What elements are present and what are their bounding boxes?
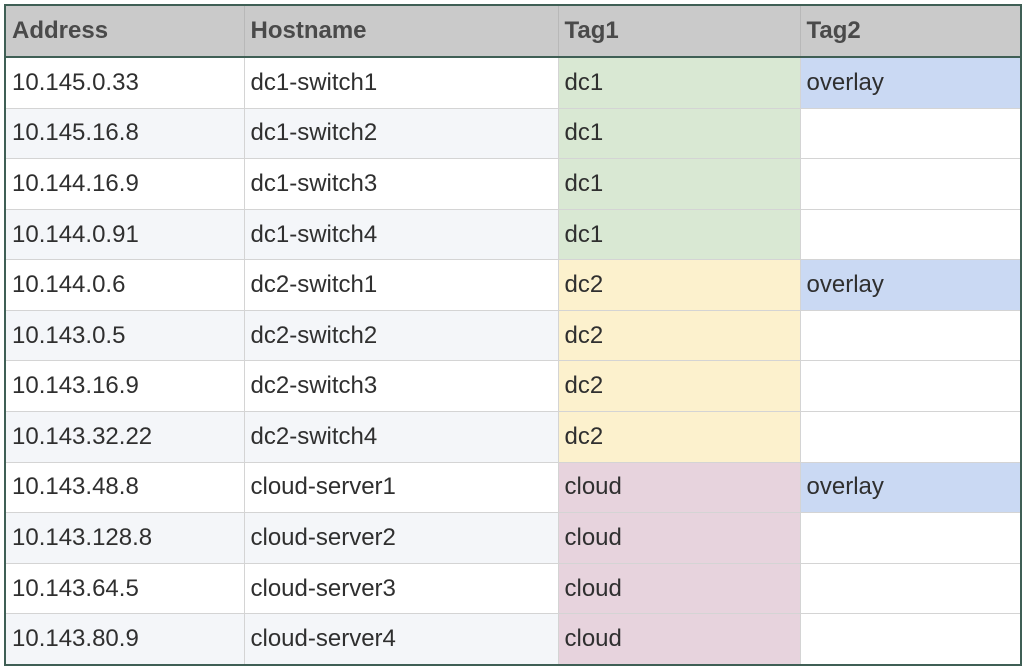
- cell-hostname[interactable]: cloud-server3: [243, 562, 559, 615]
- cell-hostname[interactable]: dc2-switch3: [243, 360, 559, 413]
- cell-address[interactable]: 10.144.16.9: [4, 158, 245, 210]
- cell-hostname[interactable]: dc1-switch4: [243, 208, 559, 261]
- column-header-tag2[interactable]: Tag2: [799, 4, 1022, 58]
- cell-tag2[interactable]: overlay: [799, 56, 1022, 109]
- cell-address[interactable]: 10.143.128.8: [4, 512, 245, 564]
- cell-hostname[interactable]: dc1-switch3: [243, 158, 559, 210]
- cell-tag2[interactable]: [799, 411, 1022, 463]
- cell-hostname[interactable]: dc1-switch1: [243, 56, 559, 109]
- cell-tag1[interactable]: dc1: [557, 107, 801, 160]
- cell-tag1[interactable]: dc1: [557, 208, 801, 261]
- cell-tag1[interactable]: cloud: [557, 512, 801, 564]
- table-header: Address Hostname Tag1 Tag2: [4, 4, 1022, 58]
- column-header-address[interactable]: Address: [4, 4, 245, 58]
- cell-address[interactable]: 10.143.0.5: [4, 309, 245, 362]
- cell-address[interactable]: 10.144.0.91: [4, 208, 245, 261]
- cell-tag2[interactable]: [799, 309, 1022, 362]
- cell-tag2[interactable]: [799, 562, 1022, 615]
- cell-tag1[interactable]: dc2: [557, 259, 801, 311]
- cell-hostname[interactable]: dc2-switch2: [243, 309, 559, 362]
- cell-tag2[interactable]: overlay: [799, 461, 1022, 514]
- cell-address[interactable]: 10.143.80.9: [4, 613, 245, 667]
- cell-tag2[interactable]: [799, 158, 1022, 210]
- cell-tag2[interactable]: overlay: [799, 259, 1022, 311]
- cell-tag1[interactable]: dc1: [557, 158, 801, 210]
- cell-hostname[interactable]: dc1-switch2: [243, 107, 559, 160]
- cell-tag2[interactable]: [799, 613, 1022, 667]
- cell-tag2[interactable]: [799, 360, 1022, 413]
- cell-tag1[interactable]: cloud: [557, 613, 801, 667]
- cell-tag1[interactable]: dc2: [557, 309, 801, 362]
- cell-address[interactable]: 10.145.16.8: [4, 107, 245, 160]
- cell-hostname[interactable]: cloud-server1: [243, 461, 559, 514]
- column-header-hostname[interactable]: Hostname: [243, 4, 559, 58]
- cell-address[interactable]: 10.143.64.5: [4, 562, 245, 615]
- cell-hostname[interactable]: cloud-server2: [243, 512, 559, 564]
- cell-tag1[interactable]: cloud: [557, 562, 801, 615]
- cell-address[interactable]: 10.143.32.22: [4, 411, 245, 463]
- cell-address[interactable]: 10.145.0.33: [4, 56, 245, 109]
- cell-tag1[interactable]: dc2: [557, 360, 801, 413]
- cell-tag1[interactable]: dc2: [557, 411, 801, 463]
- cell-tag2[interactable]: [799, 208, 1022, 261]
- cell-hostname[interactable]: dc2-switch1: [243, 259, 559, 311]
- column-header-tag1[interactable]: Tag1: [557, 4, 801, 58]
- cell-hostname[interactable]: dc2-switch4: [243, 411, 559, 463]
- cell-tag1[interactable]: dc1: [557, 56, 801, 109]
- cell-tag2[interactable]: [799, 107, 1022, 160]
- cell-hostname[interactable]: cloud-server4: [243, 613, 559, 667]
- cell-address[interactable]: 10.144.0.6: [4, 259, 245, 311]
- cell-address[interactable]: 10.143.48.8: [4, 461, 245, 514]
- cell-tag2[interactable]: [799, 512, 1022, 564]
- header-row: Address Hostname Tag1 Tag2: [4, 4, 1022, 58]
- cell-tag1[interactable]: cloud: [557, 461, 801, 514]
- cell-address[interactable]: 10.143.16.9: [4, 360, 245, 413]
